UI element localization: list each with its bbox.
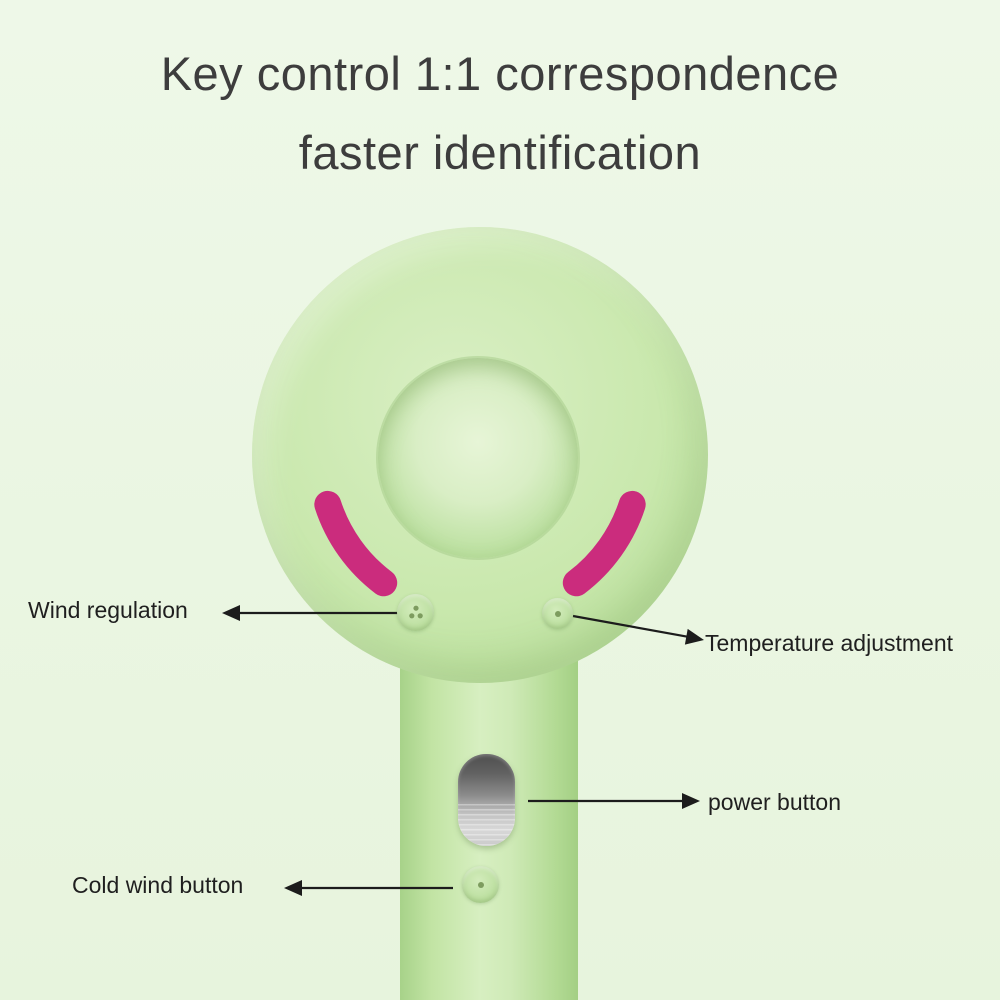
cold-wind-button (462, 866, 499, 903)
dryer-center-hole (378, 358, 578, 558)
slider-ribs (458, 803, 515, 846)
title-line-2: faster identification (298, 126, 702, 179)
power-slider-switch (458, 754, 515, 846)
page-title: Key control 1:1 correspondence faster id… (0, 34, 1000, 192)
dot-icon (554, 610, 561, 617)
label-wind-regulation: Wind regulation (28, 597, 188, 623)
dot-icon (477, 881, 484, 888)
label-cold-wind-button: Cold wind button (72, 872, 244, 898)
label-temperature-adjustment: Temperature adjustment (705, 630, 954, 656)
fan-icon (408, 605, 423, 618)
title-line-1: Key control 1:1 correspondence (160, 47, 840, 100)
wind-speed-button (397, 594, 434, 631)
label-power-button: power button (708, 789, 841, 815)
temperature-button (542, 598, 573, 629)
